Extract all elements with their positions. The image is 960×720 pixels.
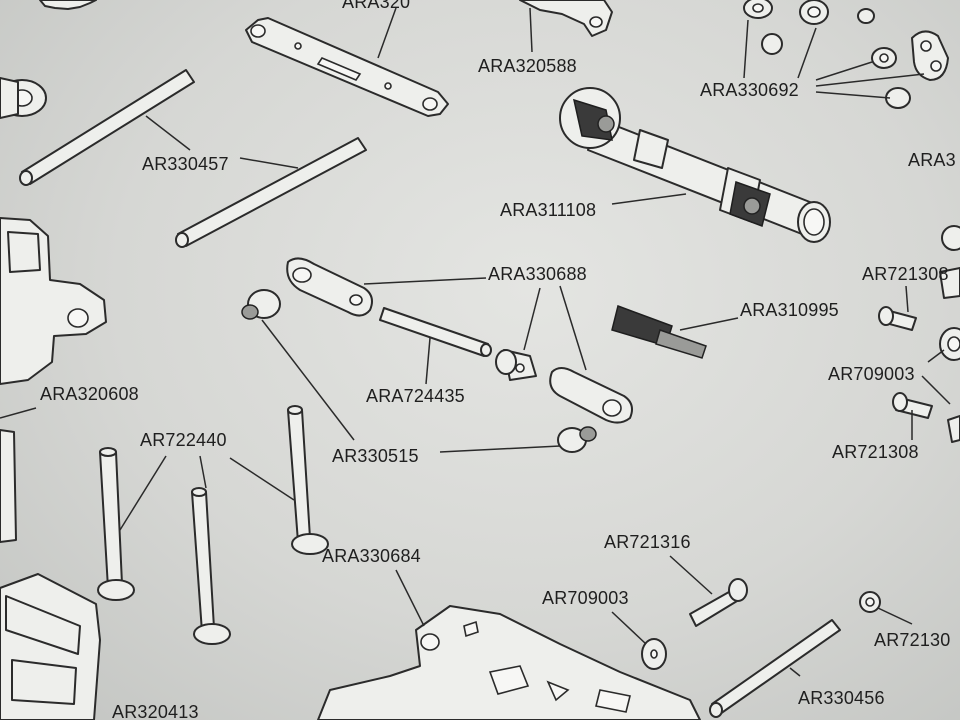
turnbuckle-pin-part	[379, 307, 492, 357]
right-edge-part	[939, 225, 960, 443]
ball-end-lower-part	[557, 426, 597, 453]
part-label-ara724435: ARA724435	[366, 386, 465, 406]
part-label-ara320608: ARA320608	[40, 384, 139, 404]
small-pin-b-part	[892, 392, 933, 419]
rod-end-upper-part	[286, 257, 373, 317]
hinge-pin-c-part	[287, 405, 329, 555]
part-label-ar721308-b: AR721308	[832, 442, 919, 462]
spacer-part	[495, 349, 537, 381]
small-nut-part	[859, 591, 881, 613]
hinge-pin-b-part	[191, 487, 231, 645]
part-label-ar722440: AR722440	[140, 430, 227, 450]
suspension-arm-part	[317, 605, 701, 720]
part-label-ar709003-a: AR709003	[828, 364, 915, 384]
part-label-ar330515: AR330515	[332, 446, 419, 466]
washer-part	[641, 638, 667, 670]
pin-upper-part	[19, 69, 195, 186]
pin-721316-part	[689, 578, 748, 627]
part-label-ara3-right: ARA3	[908, 150, 956, 170]
gear-part	[39, 0, 97, 10]
part-label-ara330684: ARA330684	[322, 546, 421, 566]
drive-shaft-part	[559, 87, 831, 243]
small-hardware-cluster	[743, 0, 949, 109]
rod-end-lower-part	[549, 367, 633, 424]
small-pin-a-part	[878, 306, 917, 331]
part-label-ara311108: ARA311108	[500, 200, 597, 220]
output-shaft-part	[611, 305, 707, 359]
part-label-ar721308-a: AR721308	[862, 264, 949, 284]
part-label-ara320-top: ARA320	[342, 0, 411, 12]
part-label-ara320588: ARA320588	[478, 56, 577, 76]
hinge-pin-a-part	[97, 447, 135, 601]
ball-end-upper-part	[241, 289, 281, 320]
plate-part	[245, 17, 449, 117]
part-label-ar330457: AR330457	[142, 154, 229, 174]
part-label-ar320413: AR320413	[112, 702, 199, 720]
part-label-ara310995: ARA310995	[740, 300, 839, 320]
link-ring-part	[0, 77, 47, 119]
long-pin-part	[709, 619, 841, 718]
part-label-ar721316: AR721316	[604, 532, 691, 552]
part-label-ara330692: ARA330692	[700, 80, 799, 100]
part-label-ar330456: AR330456	[798, 688, 885, 708]
part-label-ar72130-right: AR72130	[874, 630, 951, 650]
leader-lines	[0, 7, 951, 677]
part-label-ara330688: ARA330688	[488, 264, 587, 284]
gearbox-housing-part	[0, 217, 107, 543]
bulkhead-housing-part	[0, 573, 101, 720]
arm-bracket-part	[519, 0, 613, 37]
pin-lower-part	[175, 137, 367, 248]
part-label-ar709003-b: AR709003	[542, 588, 629, 608]
